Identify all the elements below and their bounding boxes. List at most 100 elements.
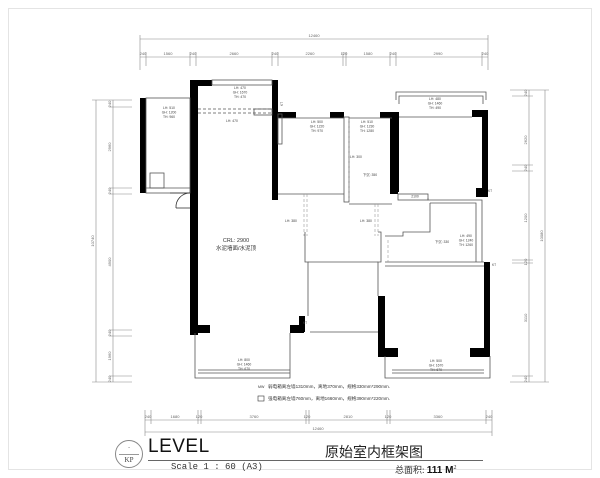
svg-text:2660: 2660 — [230, 51, 240, 56]
svg-text:240: 240 — [190, 51, 197, 56]
svg-text:LH: 490: LH: 490 — [460, 234, 472, 238]
svg-text:LH: 800: LH: 800 — [238, 358, 250, 362]
svg-text:下沉: 350: 下沉: 350 — [363, 172, 377, 177]
svg-text:LH: 480: LH: 480 — [429, 97, 441, 101]
svg-text:下沉: 330: 下沉: 330 — [435, 239, 449, 244]
svg-text:GH: 1230: GH: 1230 — [360, 125, 375, 129]
svg-text:LH: 510: LH: 510 — [163, 106, 175, 110]
svg-text:MW: MW — [258, 385, 265, 389]
area-label: 总面积: — [395, 465, 425, 475]
beam-lines — [303, 118, 389, 262]
svg-text:TH: 490: TH: 490 — [429, 106, 441, 110]
svg-text:TH: 970: TH: 970 — [311, 129, 323, 133]
svg-text:120: 120 — [196, 414, 203, 419]
svg-text:LH: 380: LH: 380 — [285, 219, 297, 223]
dimension-labels: 12460 240 1560 240 2660 240 2260 120 158… — [140, 33, 493, 431]
svg-text:240: 240 — [140, 51, 147, 56]
svg-text:4900: 4900 — [107, 257, 112, 267]
svg-text:GH: 1670: GH: 1670 — [233, 91, 248, 95]
scale-label: Scale 1 : 60 (A3) — [171, 462, 263, 472]
svg-text:LH: 380: LH: 380 — [360, 219, 372, 223]
svg-text:KT: KT — [492, 263, 496, 267]
svg-text:240: 240 — [486, 414, 493, 419]
svg-text:240: 240 — [107, 375, 112, 382]
entry-door — [170, 192, 191, 209]
svg-text:1200: 1200 — [523, 213, 528, 223]
total-area: 总面积: 111 M2 — [395, 463, 456, 476]
svg-text:1960: 1960 — [107, 351, 112, 361]
svg-text:LH: 500: LH: 500 — [430, 359, 442, 363]
svg-text:GH: 1240: GH: 1240 — [459, 239, 474, 243]
title-divider — [148, 460, 483, 461]
wall-tags: KT KT KT KT — [280, 102, 496, 325]
structural-walls — [140, 80, 490, 357]
svg-text:LH: 470: LH: 470 — [226, 119, 238, 123]
kp-label: KP — [124, 456, 134, 464]
svg-text:3760: 3760 — [250, 414, 260, 419]
svg-text:240: 240 — [272, 51, 279, 56]
svg-text:水泥墙面/水泥顶: 水泥墙面/水泥顶 — [216, 244, 257, 252]
svg-text:KT: KT — [488, 189, 492, 193]
room-annotations: LH: 510 GH: 1200 TH: 960 LH: 470 GH: 167… — [162, 86, 474, 372]
svg-text:2620: 2620 — [523, 135, 528, 145]
vertical-dimension-labels: 10740 240 2960 240 4900 240 1960 240 100… — [90, 89, 544, 382]
svg-text:3110: 3110 — [523, 313, 528, 322]
svg-text:GH: 1220: GH: 1220 — [310, 125, 325, 129]
svg-text:120: 120 — [385, 414, 392, 419]
svg-text:1580: 1580 — [364, 51, 374, 56]
svg-text:TH: 960: TH: 960 — [163, 115, 175, 119]
svg-text:TH: 670: TH: 670 — [430, 368, 442, 372]
drawing-frame — [8, 8, 592, 470]
electrical-legend: MW 弱电箱离左墙1310mm，离地370mm，规格330mm*290mm. 强… — [257, 383, 390, 402]
svg-text:240: 240 — [145, 414, 152, 419]
svg-text:GH: 1460: GH: 1460 — [237, 363, 252, 367]
svg-text:240: 240 — [523, 375, 528, 382]
svg-text:KT: KT — [280, 102, 284, 106]
north-marker: · KP — [115, 440, 143, 468]
svg-text:10740: 10740 — [90, 235, 95, 247]
svg-text:240: 240 — [523, 164, 528, 171]
svg-text:2990: 2990 — [434, 51, 444, 56]
title-block: · KP LEVEL Scale 1 : 60 (A3) 原始室内框架图 总面积… — [115, 436, 483, 476]
svg-text:LH: 300: LH: 300 — [350, 155, 362, 159]
svg-text:2960: 2960 — [107, 142, 112, 152]
svg-text:LH: 510: LH: 510 — [361, 120, 373, 124]
dimension-lines — [92, 35, 549, 436]
svg-text:GH: 1460: GH: 1460 — [428, 102, 443, 106]
level-heading: LEVEL — [148, 436, 210, 457]
svg-text:强电箱离左墙760mm，离地1660mm，规格390mm*2: 强电箱离左墙760mm，离地1660mm，规格390mm*220mm. — [268, 395, 390, 402]
svg-text:240: 240 — [523, 89, 528, 96]
svg-text:3360: 3360 — [434, 414, 444, 419]
svg-text:1560: 1560 — [164, 51, 174, 56]
svg-text:120: 120 — [523, 258, 528, 265]
svg-text:LH: 470: LH: 470 — [234, 86, 246, 90]
svg-text:GH: 1200: GH: 1200 — [162, 111, 177, 115]
area-value: 111 M — [426, 465, 454, 476]
svg-text:TH: 670: TH: 670 — [238, 367, 250, 371]
svg-text:LH: 500: LH: 500 — [311, 120, 323, 124]
svg-text:240: 240 — [107, 329, 112, 336]
svg-text:10080: 10080 — [539, 230, 544, 242]
svg-text:2260: 2260 — [306, 51, 316, 56]
svg-text:TH: 1260: TH: 1260 — [459, 243, 473, 247]
svg-text:2100: 2100 — [411, 195, 419, 199]
svg-text:弱电箱离左墙1310mm，离地370mm，规格330mm*2: 弱电箱离左墙1310mm，离地370mm，规格330mm*290mm. — [268, 383, 390, 390]
svg-text:2810: 2810 — [344, 414, 354, 419]
svg-text:120: 120 — [304, 414, 311, 419]
svg-text:240: 240 — [107, 187, 112, 194]
svg-text:1680: 1680 — [171, 414, 181, 419]
svg-text:240: 240 — [482, 51, 489, 56]
svg-text:KT: KT — [303, 321, 307, 325]
partition-walls — [145, 79, 491, 379]
svg-text:12460: 12460 — [308, 33, 320, 38]
svg-text:240: 240 — [107, 100, 112, 107]
drawing-title: 原始室内框架图 — [325, 446, 423, 461]
living-room-label: CRL: 2900 水泥墙面/水泥顶 — [216, 238, 257, 252]
svg-text:240: 240 — [390, 51, 397, 56]
area-unit: 2 — [453, 465, 457, 471]
svg-text:TH: 1280: TH: 1280 — [360, 129, 374, 133]
svg-text:120: 120 — [341, 51, 348, 56]
svg-text:GH: 1670: GH: 1670 — [429, 364, 444, 368]
svg-text:12460: 12460 — [312, 426, 324, 431]
